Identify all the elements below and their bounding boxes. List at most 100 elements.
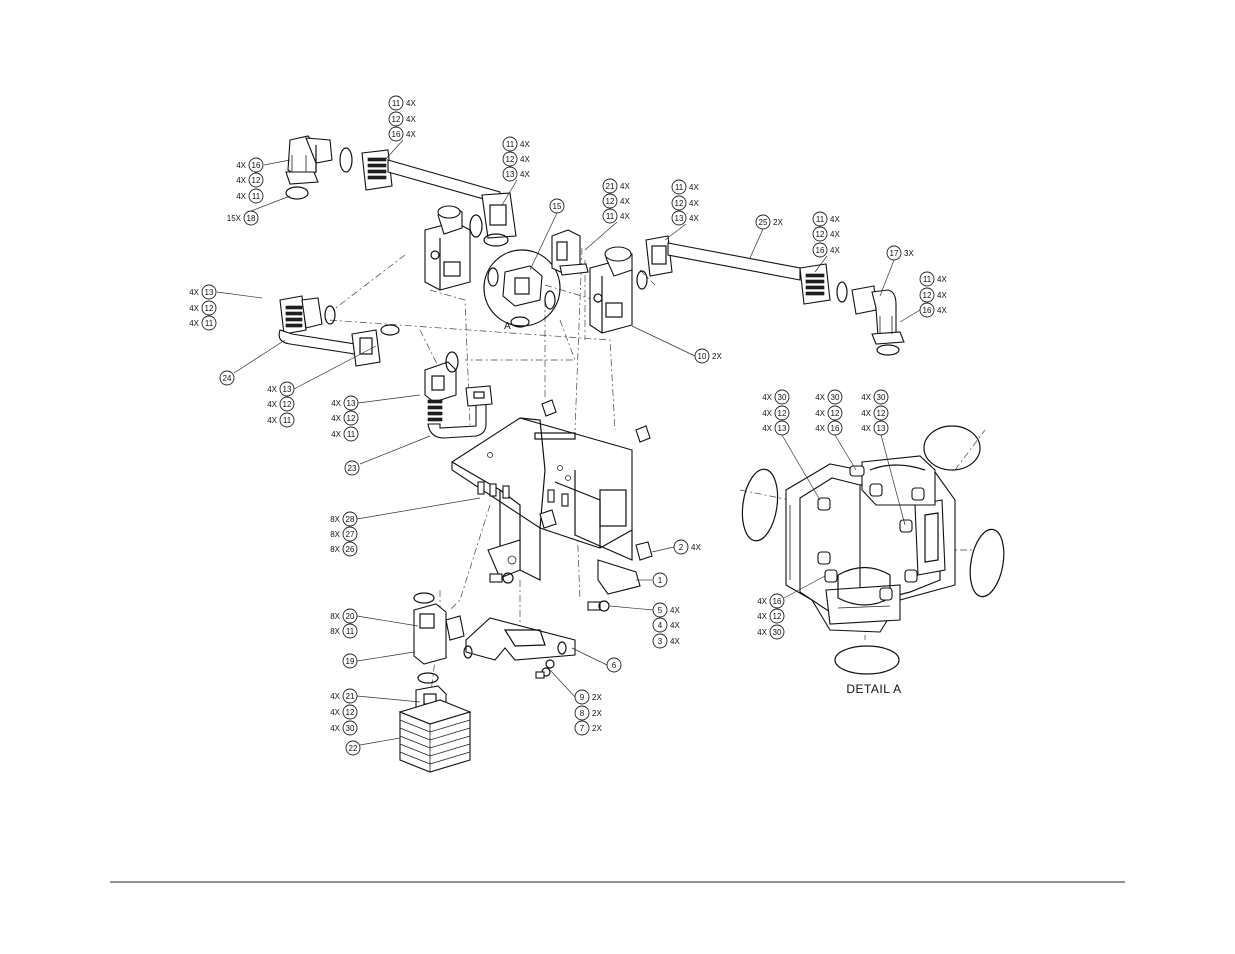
callout-number: 20 (346, 612, 355, 621)
callout-number: 30 (346, 724, 355, 733)
callout-circle (673, 539, 689, 555)
waveguide-coupler-lower (413, 592, 473, 684)
callout-circle (219, 370, 235, 386)
callout-quantity: 4X (762, 409, 772, 418)
callout-number: 4 (658, 621, 663, 630)
callout-number: 12 (506, 155, 515, 164)
callout-circle (388, 95, 404, 111)
tee-bracket-top (551, 229, 589, 276)
callout-number: 12 (205, 304, 214, 313)
callout-quantity: 15X (227, 214, 242, 223)
callout-11: 11 4X (502, 136, 530, 152)
callout-28: 28 8X (330, 511, 358, 527)
callout-quantity: 4X (267, 416, 277, 425)
callout-quantity: 4X (762, 424, 772, 433)
callout-number: 30 (773, 628, 782, 637)
callout-number: 11 (506, 140, 515, 149)
waveguide-switch-left (424, 205, 471, 291)
callout-30: 30 4X (330, 720, 358, 736)
callout-quantity: 2X (773, 218, 783, 227)
callout-quantity: 2X (592, 724, 602, 733)
callout-circle (873, 389, 889, 405)
callout-number: 18 (247, 214, 256, 223)
callout-quantity: 4X (236, 192, 246, 201)
callout-circle (279, 381, 295, 397)
callout-number: 12 (773, 612, 782, 621)
callout-circle (652, 633, 668, 649)
callout-number: 1 (658, 576, 663, 585)
callout-quantity: 4X (757, 612, 767, 621)
callout-circle (502, 136, 518, 152)
callout-circle (652, 602, 668, 618)
callout-circle (342, 720, 358, 736)
callout-number: 12 (923, 291, 932, 300)
callout-quantity: 4X (406, 115, 416, 124)
callout-quantity: 4X (520, 155, 530, 164)
detail-a-caption: DETAIL A (846, 682, 901, 696)
callout-circle (201, 284, 217, 300)
callout-24: 24 (219, 370, 235, 386)
callout-quantity: 4X (330, 708, 340, 717)
callout-quantity: 4X (670, 621, 680, 630)
callout-number: 24 (223, 374, 232, 383)
callout-number: 28 (346, 515, 355, 524)
callout-quantity: 4X (330, 724, 340, 733)
callout-quantity: 4X (689, 183, 699, 192)
callout-quantity: 8X (330, 515, 340, 524)
callout-number: 12 (347, 414, 356, 423)
callout-quantity: 4X (236, 161, 246, 170)
callout-circle (769, 608, 785, 624)
callout-quantity: 4X (189, 319, 199, 328)
callout-quantity: 4X (861, 409, 871, 418)
callout-number: 15 (553, 202, 562, 211)
flex-waveguide-top (361, 149, 517, 247)
callout-circle (812, 226, 828, 242)
callout-circle (812, 242, 828, 258)
callout-quantity: 4X (620, 197, 630, 206)
callout-number: 19 (346, 657, 355, 666)
callout-quantity: 4X (670, 637, 680, 646)
callout-quantity: 8X (330, 530, 340, 539)
callout-circle (248, 157, 264, 173)
u-waveguide (424, 351, 493, 439)
callout-circle (279, 412, 295, 428)
callout-number: 12 (675, 199, 684, 208)
callout-quantity: 4X (937, 275, 947, 284)
callout-quantity: 4X (520, 140, 530, 149)
callout-quantity: 8X (330, 545, 340, 554)
callout-circle (827, 420, 843, 436)
callout-number: 13 (283, 385, 292, 394)
callout-quantity: 4X (670, 606, 680, 615)
callout-circle (602, 208, 618, 224)
callout-circle (886, 245, 902, 261)
callout-number: 27 (346, 530, 355, 539)
callout-quantity: 4X (815, 409, 825, 418)
callout-12: 12 4X (757, 608, 785, 624)
